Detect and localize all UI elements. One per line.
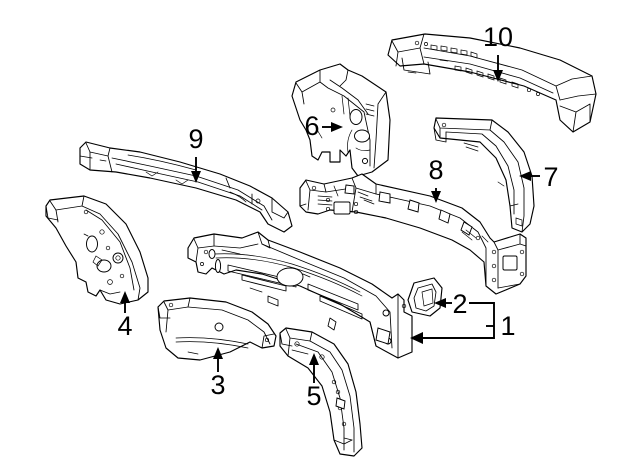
part-8-rear-shelf-panel[interactable] [299, 173, 527, 295]
part-1-rear-body-panel-assembly[interactable] [187, 231, 413, 359]
part-6-quarter-inner-panel[interactable] [291, 63, 391, 177]
part-7-roof-side-rail-extension[interactable] [433, 117, 535, 233]
callout-label-9: 9 [188, 124, 203, 154]
leader-4 [120, 291, 130, 313]
part-9-upper-crossmember-beam[interactable] [79, 141, 293, 233]
part-5-right-rear-pillar-brace[interactable] [279, 327, 363, 457]
part-2-body-plug-grommet[interactable] [407, 277, 443, 317]
leader-2 [434, 298, 452, 308]
leader-10 [493, 55, 503, 82]
leader-7 [519, 171, 540, 181]
leader-6 [322, 122, 343, 132]
leader-5 [309, 353, 319, 383]
callout-label-6: 6 [304, 111, 319, 141]
callout-label-4: 4 [117, 311, 132, 341]
part-3-lower-closeout-panel[interactable] [157, 297, 277, 361]
part-4-left-rear-pillar-inner[interactable] [45, 195, 149, 305]
leader-1-bracket [410, 302, 495, 344]
leader-8 [431, 188, 441, 203]
callout-label-10: 10 [483, 22, 513, 52]
callout-label-2: 2 [452, 289, 467, 319]
leader-9 [191, 157, 201, 183]
part-10-rear-roof-header-rail[interactable] [387, 33, 597, 133]
callout-label-3: 3 [210, 370, 225, 400]
leader-3 [213, 347, 223, 372]
callout-label-8: 8 [428, 155, 443, 185]
callout-label-5: 5 [306, 381, 321, 411]
callout-label-1: 1 [500, 311, 515, 341]
callout-label-7: 7 [543, 162, 558, 192]
